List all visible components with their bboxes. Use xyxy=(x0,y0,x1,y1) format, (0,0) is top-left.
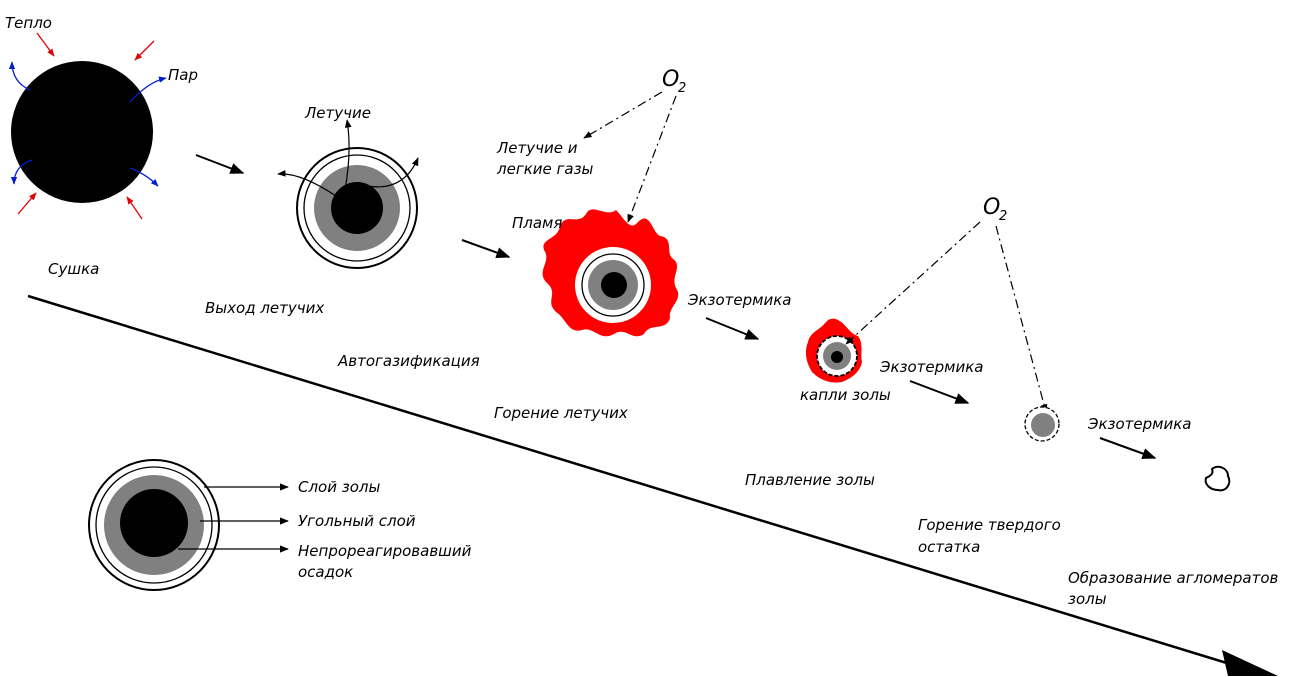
oxygen-1: O 2 xyxy=(584,67,686,222)
transition-arrow-2 xyxy=(462,240,509,257)
label-exotherm-3: Экзотермика xyxy=(1087,415,1192,433)
label-oxygen-1-sub: 2 xyxy=(678,81,686,96)
label-volatiles-gases-2: легкие газы xyxy=(496,160,594,178)
label-heat: Тепло xyxy=(5,14,52,32)
transition-arrow-1 xyxy=(196,155,243,173)
ash-droplet-particle xyxy=(806,319,862,383)
legend-char-layer: Угольный слой xyxy=(298,512,416,530)
stage-char-combustion-1: Горение твердого xyxy=(918,516,1061,534)
transition-arrow-5 xyxy=(1100,438,1155,458)
ash-agglomerate xyxy=(1206,467,1230,491)
stage-char-combustion-2: остатка xyxy=(918,538,980,556)
transition-arrow-4 xyxy=(910,381,968,403)
process-axis-arrow xyxy=(28,296,1278,676)
stage-autogasification: Автогазификация xyxy=(337,352,480,370)
label-volatiles-gases-1: Летучие и xyxy=(496,139,578,157)
label-flame: Пламя xyxy=(512,214,562,232)
char-residue-particle xyxy=(1025,407,1059,441)
label-volatiles: Летучие xyxy=(304,104,371,122)
legend-ash-layer: Слой золы xyxy=(298,478,380,496)
drying-particle xyxy=(11,33,166,219)
flaming-particle xyxy=(543,209,679,336)
stage-ash-melting: Плавление золы xyxy=(745,471,875,489)
stage-volatile-combustion: Горение летучих xyxy=(494,404,628,422)
label-exotherm-2: Экзотермика xyxy=(879,358,984,376)
legend-unreacted-1: Непрореагировавший xyxy=(298,542,472,560)
stage-agglomeration-2: золы xyxy=(1068,590,1107,608)
label-oxygen-2: O xyxy=(983,195,1000,220)
label-oxygen-2-sub: 2 xyxy=(999,209,1007,224)
label-oxygen-1: O xyxy=(662,67,679,92)
devolatilization-particle xyxy=(278,120,418,268)
oxygen-2: O 2 xyxy=(846,195,1046,412)
stage-agglomeration-1: Образование агломератов xyxy=(1068,569,1279,587)
label-steam: Пар xyxy=(168,66,198,84)
label-ash-droplets: капли золы xyxy=(800,386,891,404)
legend-unreacted-2: осадок xyxy=(298,563,353,581)
stage-volatile-release: Выход летучих xyxy=(205,299,324,317)
stage-drying: Сушка xyxy=(48,260,99,278)
transition-arrow-3 xyxy=(706,318,758,339)
label-exotherm-1: Экзотермика xyxy=(687,291,792,309)
legend-particle xyxy=(89,460,288,590)
